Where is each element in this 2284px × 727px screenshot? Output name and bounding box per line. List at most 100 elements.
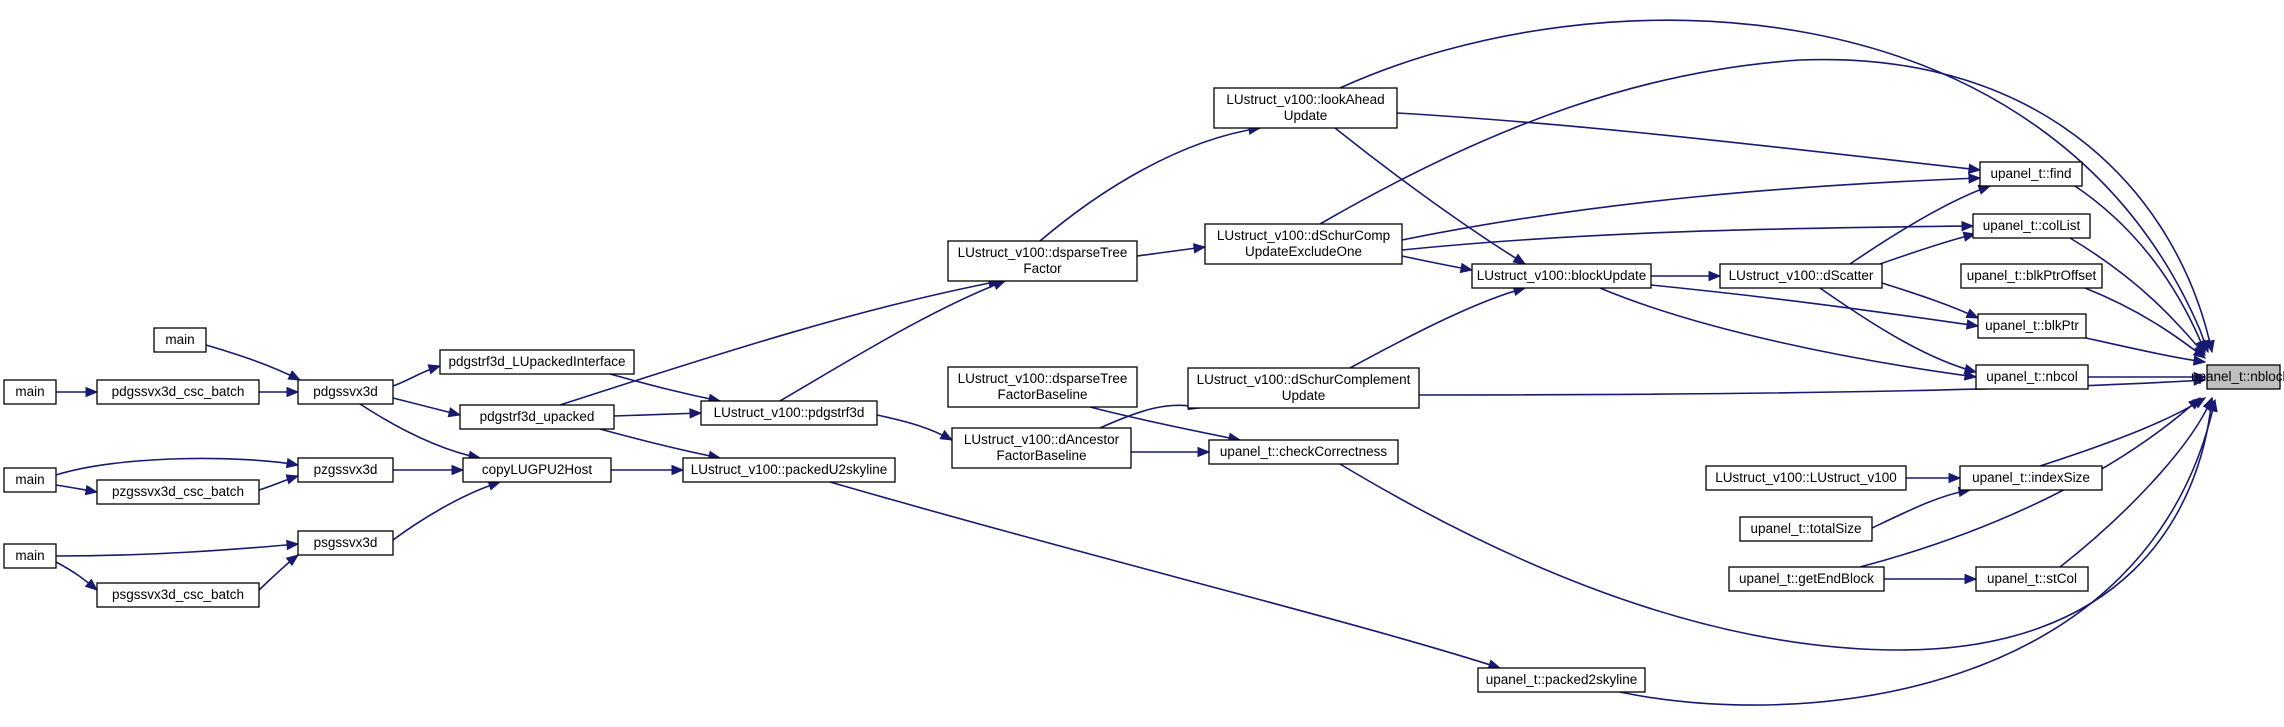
node-box <box>1960 263 2103 289</box>
node-box <box>1975 566 2089 592</box>
node-colList[interactable]: upanel_t::colList <box>1972 213 2091 239</box>
arrowhead <box>84 578 99 591</box>
node-label: upanel_t::blkPtrOffset <box>1967 268 2097 283</box>
edge-line <box>2084 287 2206 359</box>
arrowhead <box>2204 339 2215 354</box>
arrowhead <box>285 457 300 469</box>
node-dScatter[interactable]: LUstruct_v100::dScatter <box>1719 263 1883 289</box>
edge-line <box>1334 127 1526 265</box>
node-box <box>1975 364 2089 390</box>
edge-pzgssvxBatch-to-pzgssvx3d <box>258 474 300 491</box>
arrowhead <box>84 484 99 496</box>
edge-line <box>1099 404 1201 429</box>
node-totalSize[interactable]: upanel_t::totalSize <box>1739 516 1873 542</box>
edge-line <box>1401 177 1981 241</box>
edges-layer <box>55 19 2218 706</box>
node-pdgssvx3d[interactable]: pdgssvx3d <box>297 379 394 405</box>
edge-dsparseTree-to-dSchurExcl <box>1136 243 1207 257</box>
node-label: upanel_t::checkCorrectness <box>1220 444 1388 459</box>
edge-psgssvxBatch-to-psgssvx3d <box>258 554 300 591</box>
edge-line <box>1339 19 2209 353</box>
edge-line <box>2074 185 2206 353</box>
node-box <box>1705 465 1907 491</box>
edge-dSchurExcl-to-colList <box>1401 220 1975 251</box>
node-box <box>1204 223 1403 265</box>
edge-line <box>359 403 481 459</box>
node-label: pzgssvx3d <box>314 462 378 477</box>
node-packed2sky[interactable]: upanel_t::packed2skyline <box>1477 667 1646 693</box>
node-label: upanel_t::stCol <box>1987 571 2077 586</box>
edge-pdgstrfLUp-to-pdgstrf3d <box>609 373 722 404</box>
node-box <box>1208 439 1399 465</box>
arrowhead <box>2207 398 2218 413</box>
node-pzgssvx3d[interactable]: pzgssvx3d <box>297 457 394 483</box>
edge-line <box>1849 185 1991 265</box>
edge-copyLUGPU-to-packedU2 <box>611 464 685 476</box>
node-label: upanel_t::nblocks <box>2191 369 2284 384</box>
node-main1[interactable]: main <box>3 379 57 405</box>
arrowhead <box>85 386 99 398</box>
node-psgssvx3d[interactable]: psgssvx3d <box>297 530 394 556</box>
node-nblocks[interactable]: upanel_t::nblocks <box>2191 364 2284 390</box>
edge-getEndBlock-to-stCol <box>1884 573 1978 585</box>
node-dSchurExcl[interactable]: LUstruct_v100::dSchurCompUpdateExcludeOn… <box>1204 223 1403 265</box>
arrowhead <box>427 364 442 375</box>
arrowhead <box>1977 184 1992 195</box>
node-find[interactable]: upanel_t::find <box>1979 161 2083 187</box>
node-copyLUGPU[interactable]: copyLUGPU2Host <box>462 457 612 483</box>
node-LUv100ctor[interactable]: LUstruct_v100::LUstruct_v100 <box>1705 465 1907 491</box>
edge-line <box>1396 112 1981 171</box>
node-blkPtr[interactable]: upanel_t::blkPtr <box>1977 313 2087 339</box>
node-pdgstrfUp[interactable]: pdgstrf3d_upacked <box>459 404 615 430</box>
node-label: pdgssvx3d_csc_batch <box>112 384 245 399</box>
node-label: upanel_t::packed2skyline <box>1486 672 1638 687</box>
node-psgssvxBatch[interactable]: psgssvx3d_csc_batch <box>96 582 260 608</box>
node-stCol[interactable]: upanel_t::stCol <box>1975 566 2089 592</box>
edge-line <box>1089 406 1241 441</box>
node-label: FactorBaseline <box>997 387 1087 402</box>
edge-line <box>559 280 1001 406</box>
node-label: upanel_t::getEndBlock <box>1739 571 1874 586</box>
edge-line <box>1599 287 1977 378</box>
arrowhead <box>285 554 300 567</box>
node-box <box>297 530 394 556</box>
edge-pdgssvx3d-to-pdgstrfUp <box>392 397 462 418</box>
node-pdgstrf3d[interactable]: LUstruct_v100::pdgstrf3d <box>700 400 878 426</box>
node-nbcol[interactable]: upanel_t::nbcol <box>1975 364 2089 390</box>
node-label: upanel_t::totalSize <box>1750 521 1861 536</box>
node-blockUpdate[interactable]: LUstruct_v100::blockUpdate <box>1471 263 1652 289</box>
node-blkPtrOffset[interactable]: upanel_t::blkPtrOffset <box>1960 263 2103 289</box>
node-label: copyLUGPU2Host <box>482 462 593 477</box>
node-box <box>1979 161 2083 187</box>
node-checkCorr[interactable]: upanel_t::checkCorrectness <box>1208 439 1399 465</box>
node-label: main <box>15 472 44 487</box>
node-main2[interactable]: main <box>3 467 57 493</box>
node-box <box>96 582 260 608</box>
node-main3[interactable]: main <box>3 543 57 569</box>
node-indexSize[interactable]: upanel_t::indexSize <box>1959 465 2103 491</box>
arrowhead <box>447 407 462 418</box>
edge-pdgstrfUp-to-pdgstrf3d <box>613 408 703 419</box>
edge-pzgssvx3d-to-copyLUGPU <box>393 464 465 476</box>
node-box <box>462 457 612 483</box>
edge-line <box>876 414 953 441</box>
node-pdgssvxBatch[interactable]: pdgssvx3d_csc_batch <box>96 379 260 405</box>
node-label: pdgstrf3d_upacked <box>480 409 595 424</box>
node-pzgssvxBatch[interactable]: pzgssvx3d_csc_batch <box>96 479 260 505</box>
edge-main2-to-pzgssvxBatch <box>55 484 99 496</box>
node-box <box>3 379 57 405</box>
node-pdgstrfLUp[interactable]: pdgstrf3d_LUpackedInterface <box>439 349 635 375</box>
node-packedU2[interactable]: LUstruct_v100::packedU2skyline <box>682 457 896 483</box>
node-mainTop[interactable]: main <box>153 327 207 353</box>
node-getEndBlock[interactable]: upanel_t::getEndBlock <box>1728 566 1885 592</box>
node-label: upanel_t::indexSize <box>1972 470 2090 485</box>
node-box <box>947 366 1138 408</box>
node-box <box>682 457 896 483</box>
node-label: LUstruct_v100::dSchurComplement <box>1197 372 1411 387</box>
edge-main3-to-psgssvx3d <box>55 539 300 557</box>
